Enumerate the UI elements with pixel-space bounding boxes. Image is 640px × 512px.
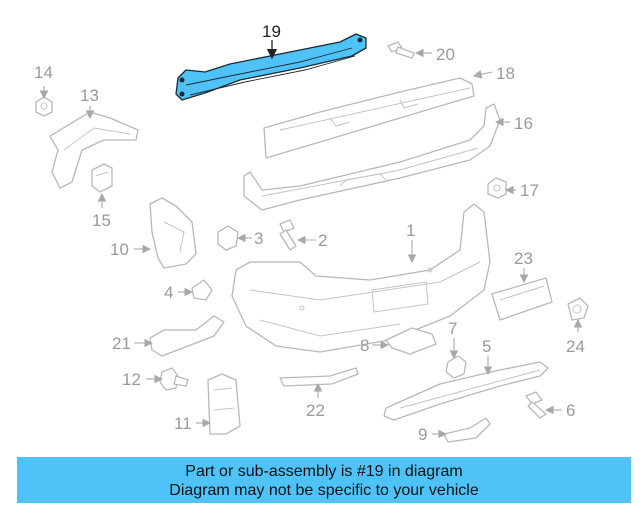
part-21-side-bracket[interactable] [149, 315, 225, 357]
part-7-clip[interactable] [445, 355, 467, 379]
part-5-trim[interactable] [383, 361, 549, 421]
callout-1: 1 [406, 221, 415, 240]
callout-18: 18 [496, 64, 515, 83]
part-14-nut[interactable] [35, 96, 53, 117]
part-3-clip[interactable] [217, 225, 239, 251]
part-2-bolt[interactable] [279, 219, 297, 251]
callout-12: 12 [122, 370, 141, 389]
part-9-trim-clip[interactable] [443, 417, 491, 443]
part-4-clip[interactable] [191, 279, 213, 301]
callout-4: 4 [164, 283, 173, 302]
part-16-bumper-bracket[interactable] [243, 103, 501, 211]
part-13-bracket[interactable] [49, 111, 139, 189]
info-banner: Part or sub-assembly is #19 in diagram D… [17, 457, 631, 503]
callout-23: 23 [514, 249, 533, 268]
part-10-mud-flap[interactable] [149, 197, 197, 269]
part-8-bracket[interactable] [385, 327, 437, 355]
part-20-bolt[interactable] [387, 41, 415, 59]
callout-16: 16 [514, 114, 533, 133]
callout-22: 22 [306, 401, 325, 420]
info-banner-line-1: Part or sub-assembly is #19 in diagram [185, 463, 463, 480]
callout-17: 17 [520, 181, 539, 200]
part-18-energy-absorber[interactable] [263, 77, 475, 159]
callout-2: 2 [318, 231, 327, 250]
callout-10: 10 [110, 240, 129, 259]
callout-21: 21 [112, 334, 131, 353]
callout-15: 15 [92, 211, 111, 230]
callout-14: 14 [34, 63, 53, 82]
part-19-reinforcement-bar[interactable] [175, 33, 367, 101]
callout-7: 7 [448, 319, 457, 338]
info-banner-line-2: Diagram may not be specific to your vehi… [169, 482, 479, 499]
callout-24: 24 [566, 337, 585, 356]
callout-11: 11 [174, 414, 192, 433]
part-17-nut[interactable] [487, 177, 507, 199]
part-6-bolt[interactable] [525, 391, 547, 419]
callout-20: 20 [436, 45, 455, 64]
callout-8: 8 [360, 336, 369, 355]
callout-13: 13 [80, 86, 99, 105]
part-15-clip[interactable] [91, 163, 113, 193]
callout-5: 5 [482, 337, 491, 356]
callout-9: 9 [418, 425, 427, 444]
callout-6: 6 [566, 401, 575, 420]
part-1-bumper-cover[interactable] [231, 203, 491, 353]
part-22-reflector[interactable] [279, 367, 359, 387]
part-11-support[interactable] [207, 373, 241, 435]
part-24-sensor[interactable] [567, 297, 589, 321]
part-23-license-bracket[interactable] [491, 277, 553, 321]
callout-19: 19 [262, 22, 281, 41]
part-12-bolt[interactable] [159, 367, 189, 391]
callout-3: 3 [254, 229, 263, 248]
